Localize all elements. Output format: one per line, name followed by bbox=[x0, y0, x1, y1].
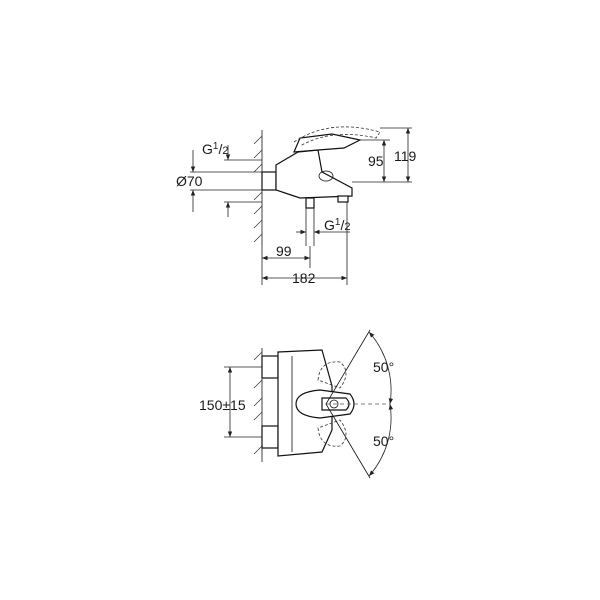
angle-down-label: 50° bbox=[373, 433, 394, 449]
angle-up-label: 50° bbox=[373, 359, 394, 375]
mixer-body bbox=[275, 149, 353, 199]
height-dimensions: 95 119 bbox=[352, 127, 417, 183]
connector-lower bbox=[261, 425, 279, 449]
wall-side bbox=[253, 130, 263, 245]
height-total-label: 119 bbox=[394, 148, 417, 164]
wall-top bbox=[253, 348, 263, 462]
inlet-thread-dimension: G1/2 bbox=[190, 141, 262, 212]
depth-total-label: 182 bbox=[292, 270, 316, 286]
outlet-thread-label: G1/2 bbox=[324, 217, 350, 233]
inlet-thread-label: G1/2 bbox=[202, 141, 228, 157]
lever-left-position bbox=[317, 361, 347, 389]
faucet-side bbox=[261, 126, 381, 209]
depth-dimensions: 99 182 bbox=[261, 202, 348, 286]
top-view: 50° 50° 150±15 bbox=[199, 329, 394, 479]
outlet-thread-dimension: G1/2 bbox=[296, 208, 350, 246]
center-distance-dimension: 150±15 bbox=[199, 366, 262, 438]
connector-upper bbox=[261, 355, 279, 379]
depth-outlet-label: 99 bbox=[276, 243, 292, 259]
outlet-connector bbox=[305, 197, 315, 209]
rotation-limit-down bbox=[325, 403, 371, 479]
lever-raised-outline bbox=[293, 126, 381, 147]
diameter-label: Ø70 bbox=[176, 173, 203, 189]
height-spout-label: 95 bbox=[368, 153, 384, 169]
spout-aerator bbox=[337, 195, 349, 203]
diameter-dimension: Ø70 bbox=[176, 145, 262, 217]
diverter-knob bbox=[318, 170, 334, 182]
angle-arc-down bbox=[368, 403, 394, 477]
angle-arc-up bbox=[368, 331, 394, 405]
side-view: G1/2 Ø70 95 119 G1/2 bbox=[176, 126, 417, 286]
center-distance-label: 150±15 bbox=[199, 397, 246, 413]
lever-handle bbox=[293, 133, 362, 153]
wall-connector bbox=[261, 171, 277, 191]
lever-right-position bbox=[317, 419, 347, 447]
rotation-limit-up bbox=[325, 329, 371, 405]
